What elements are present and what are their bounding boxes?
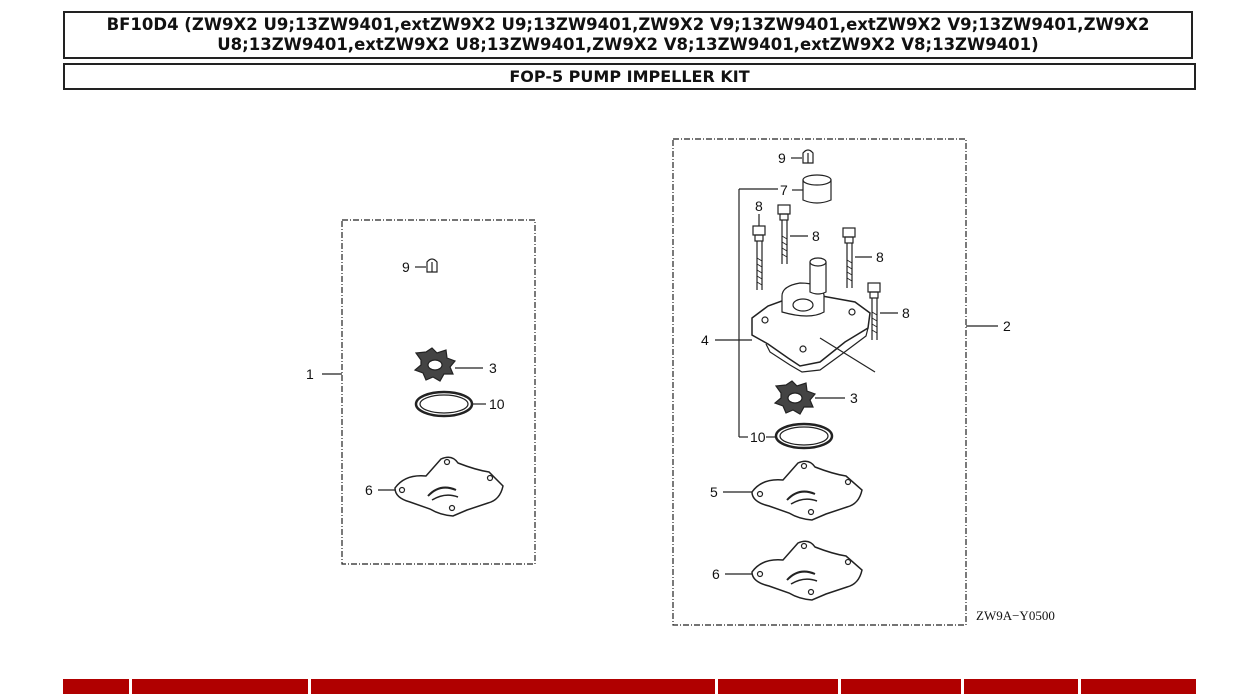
table-header-cell: [311, 679, 715, 694]
callout-left-seal: 10: [489, 396, 505, 412]
callout-right-bolt-c: 8: [876, 249, 884, 265]
right-bolt-c-part: [842, 227, 872, 288]
callout-right-grommet: 7: [780, 182, 788, 198]
right-clip-part: [791, 149, 814, 164]
right-seal-part: [766, 422, 834, 450]
callout-right-housing: 4: [701, 332, 709, 348]
title-line-1: BF10D4 (ZW9X2 U9;13ZW9401,extZW9X2 U9;13…: [106, 15, 1150, 34]
callout-right-bolt-a: 8: [755, 198, 763, 214]
callout-right-kit: 2: [1003, 318, 1011, 334]
callout-left-gasket: 6: [365, 482, 373, 498]
right-grommet-part: [792, 174, 832, 204]
table-header-cell: [841, 679, 961, 694]
left-kit-frame: [341, 219, 536, 565]
right-bolt-b-part: [777, 204, 808, 264]
table-header-cell: [718, 679, 838, 694]
left-kit: 1 9 3 10 6: [306, 219, 536, 565]
callout-left-clip: 9: [402, 259, 410, 275]
page-subtitle: FOP-5 PUMP IMPELLER KIT: [509, 67, 750, 86]
table-header-cell: [132, 679, 308, 694]
right-kit-frame: [672, 138, 967, 626]
left-impeller-part: [413, 347, 483, 382]
right-bolt-a-part: [752, 214, 766, 290]
callout-right-seal: 10: [750, 429, 766, 445]
callout-left-kit: 1: [306, 366, 314, 382]
callout-right-bolt-d: 8: [902, 305, 910, 321]
subtitle-box: FOP-5 PUMP IMPELLER KIT: [63, 63, 1196, 90]
title-line-2: U8;13ZW9401,extZW9X2 U8;13ZW9401,ZW9X2 V…: [217, 35, 1039, 54]
table-header-cell: [63, 679, 129, 694]
callout-left-impeller: 3: [489, 360, 497, 376]
right-kit: 2 9 7 8: [672, 138, 1011, 626]
left-clip-part: [415, 258, 438, 273]
right-housing-part: [715, 257, 876, 373]
callout-right-impeller: 3: [850, 390, 858, 406]
drawing-code: ZW9A−Y0500: [976, 608, 1055, 623]
title-box: BF10D4 (ZW9X2 U9;13ZW9401,extZW9X2 U9;13…: [63, 11, 1193, 59]
callout-right-plate: 5: [710, 484, 718, 500]
right-plate-part: [723, 460, 863, 521]
callout-right-clip: 9: [778, 150, 786, 166]
callout-right-bolt-b: 8: [812, 228, 820, 244]
table-header-cell: [1081, 679, 1196, 694]
callout-right-gasket: 6: [712, 566, 720, 582]
right-bolt-d-part: [867, 282, 898, 340]
table-header-cell: [964, 679, 1078, 694]
right-impeller-part: [773, 380, 845, 415]
left-seal-part: [414, 390, 486, 418]
right-gasket-part: [725, 540, 863, 601]
left-gasket-part: [378, 456, 504, 517]
